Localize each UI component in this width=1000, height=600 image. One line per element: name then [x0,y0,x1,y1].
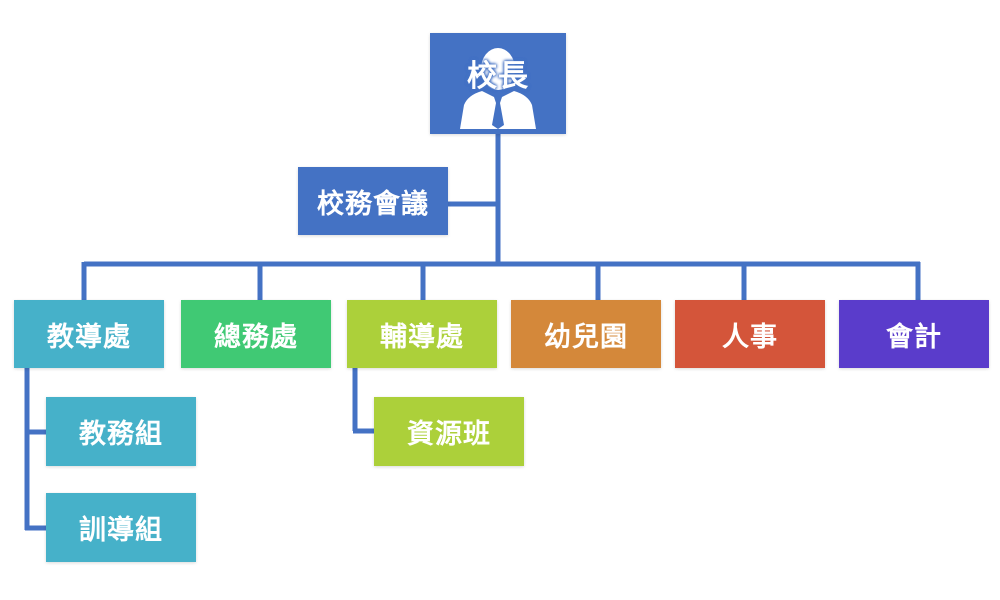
unit-label: 教務組 [79,419,163,450]
department-label: 輔導處 [380,321,464,353]
principal-box[interactable]: 校長 [430,33,566,134]
unit-box-resource-class[interactable]: 資源班 [374,397,524,466]
person-icon [460,48,536,129]
department-label: 人事 [722,321,778,353]
department-box-accounting[interactable]: 會計 [839,300,989,368]
department-box-counseling[interactable]: 輔導處 [347,300,497,368]
department-box-general-affairs[interactable]: 總務處 [181,300,331,368]
unit-label: 訓導組 [79,515,163,546]
department-label: 幼兒園 [544,321,628,353]
department-label: 總務處 [214,321,298,353]
unit-box-discipline[interactable]: 訓導組 [46,493,196,562]
council-box[interactable]: 校務會議 [298,167,448,235]
department-box-academic[interactable]: 教導處 [14,300,164,368]
unit-label: 資源班 [407,419,491,450]
principal-label: 校長 [467,59,529,94]
department-box-kindergarten[interactable]: 幼兒園 [511,300,661,368]
council-label: 校務會議 [317,188,429,220]
unit-box-academic-affairs[interactable]: 教務組 [46,397,196,466]
department-label: 教導處 [47,321,131,353]
department-label: 會計 [886,321,942,353]
department-box-personnel[interactable]: 人事 [675,300,825,368]
